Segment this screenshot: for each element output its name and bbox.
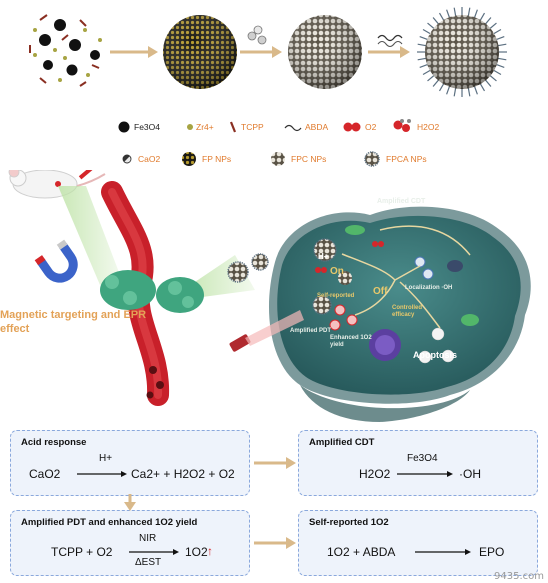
magnet xyxy=(34,239,78,283)
box-pdt-title: Amplified PDT and enhanced 1O2 yield xyxy=(21,517,198,528)
pdt-arrow xyxy=(129,549,179,555)
acid-catalyst: H+ xyxy=(99,453,113,464)
label-controlled-efficacy: Controlled efficacy xyxy=(392,305,422,318)
cdt-arrow xyxy=(397,471,453,477)
legend-zr: Zr4+ xyxy=(196,122,214,132)
legend-h2o2: H2O2 xyxy=(417,122,440,132)
label-on: On xyxy=(330,266,344,277)
arrow-pdt-to-self xyxy=(254,537,296,549)
label-enhanced-yield: Enhanced 1O2 yield xyxy=(330,335,372,348)
arrow-acid-to-cdt xyxy=(254,457,296,469)
legend-icons xyxy=(118,119,411,167)
self-reactants: 1O2 + ABDA xyxy=(327,545,396,559)
label-apoptosis: Apoptosis xyxy=(413,350,457,360)
synthesis-arrow-2 xyxy=(240,46,282,58)
synthesis-row xyxy=(29,7,507,97)
legend-fpca: FPCA NPs xyxy=(386,154,427,164)
acid-products: Ca2+ + H2O2 + O2 xyxy=(131,467,235,481)
laser-source xyxy=(229,310,304,352)
cdt-reactant: H2O2 xyxy=(359,467,391,481)
label-self-reported: Self-reported xyxy=(317,293,355,299)
mouse xyxy=(8,170,106,199)
legend-fp: FP NPs xyxy=(202,154,232,164)
label-amplified-pdt: Amplified PDT xyxy=(290,328,332,334)
synthesis-arrow-3 xyxy=(368,46,410,58)
box-acid-response: Acid response CaO2 H+ Ca2+ + H2O2 + O2 xyxy=(10,430,250,496)
box-amplified-pdt: Amplified PDT and enhanced 1O2 yield TCP… xyxy=(10,510,250,576)
box-amplified-cdt: Amplified CDT H2O2 Fe3O4 ·OH xyxy=(298,430,538,496)
label-off: Off xyxy=(373,286,388,297)
tumor xyxy=(100,270,204,313)
fp-sphere xyxy=(163,15,237,89)
pdt-reactants: TCPP + O2 xyxy=(51,545,113,559)
label-h-plus: H+ xyxy=(318,252,329,261)
label-localization: Localization ·OH xyxy=(405,285,453,291)
legend-fe3o4: Fe3O4 xyxy=(134,122,160,132)
magnetic-targeting-label: Magnetic targeting and EPR effect xyxy=(0,309,147,335)
fpc-sphere xyxy=(288,15,362,89)
box-self-title: Self-reported 1O2 xyxy=(309,517,389,528)
legend-fpc: FPC NPs xyxy=(291,154,327,164)
pdt-condition-top: NIR xyxy=(139,533,157,544)
cdt-catalyst: Fe3O4 xyxy=(407,453,438,464)
legend-abda: ABDA xyxy=(305,122,329,132)
label-amplified-cdt: Amplified CDT xyxy=(377,198,426,205)
box-cdt-title: Amplified CDT xyxy=(309,437,375,448)
pdt-up-arrow-icon: ↑ xyxy=(207,544,213,558)
self-arrow xyxy=(415,549,471,555)
watermark: 9435.com xyxy=(494,571,544,582)
synthesis-arrow-1 xyxy=(110,46,158,58)
box-self-reported: Self-reported 1O2 1O2 + ABDA EPO xyxy=(298,510,538,576)
pdt-product: 1O2 xyxy=(185,545,208,559)
legend-tcpp: TCPP xyxy=(241,122,264,132)
arrow-acid-to-pdt xyxy=(124,494,136,511)
cdt-product: ·OH xyxy=(459,467,481,481)
cancer-cell xyxy=(268,206,531,422)
self-product: EPO xyxy=(479,545,505,559)
fpca-sphere xyxy=(417,7,507,97)
biology-illustration xyxy=(8,170,531,422)
precursor-cluster xyxy=(29,14,102,87)
acid-arrow xyxy=(77,471,127,477)
box-acid-title: Acid response xyxy=(21,437,87,448)
acid-reactant: CaO2 xyxy=(29,467,61,481)
legend-cao2: CaO2 xyxy=(138,154,161,164)
legend-o2: O2 xyxy=(365,122,377,132)
pdt-condition-bottom: ΔEST xyxy=(135,557,162,568)
